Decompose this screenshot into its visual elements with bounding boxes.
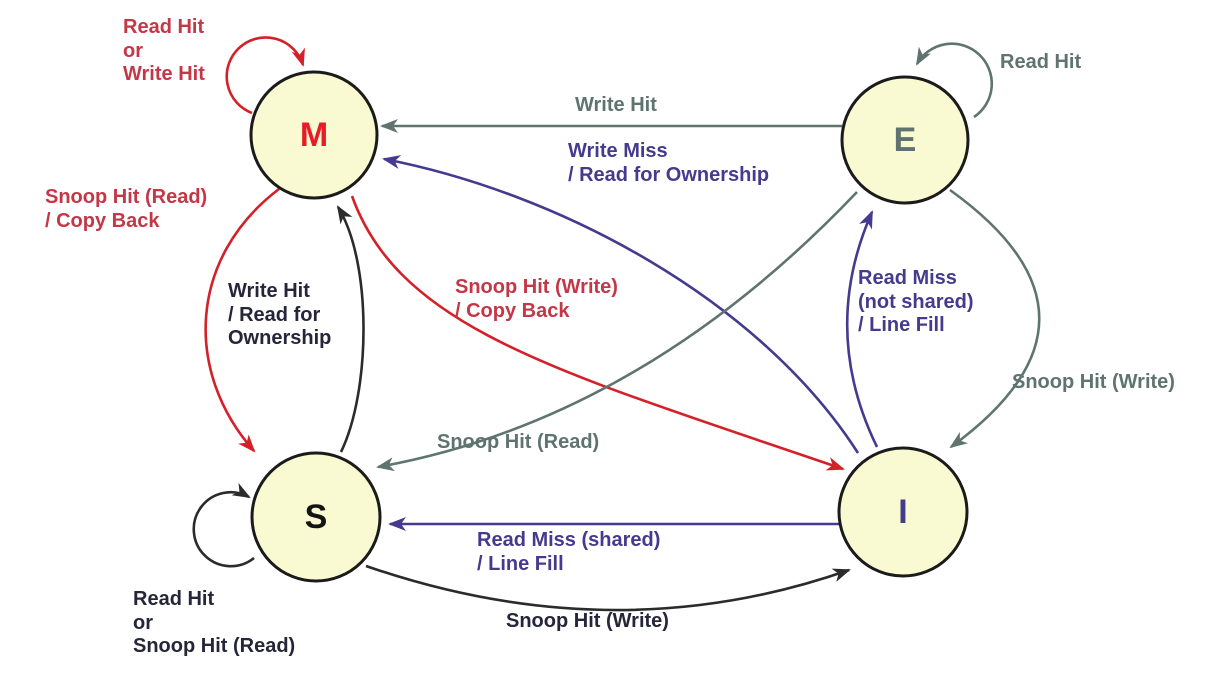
state-label-s: S (304, 498, 328, 536)
arrow-e-to-s (376, 191, 858, 472)
arrow-e-self-loop (915, 42, 994, 119)
label-m-self-read-hit-or-write-hit: Read Hit or Write Hit (123, 16, 205, 86)
label-e-to-i-snoop-hit-write: Snoop Hit (Write) (1012, 371, 1175, 393)
label-e-self-read-hit: Read Hit (1000, 51, 1082, 73)
arrow-m-to-i (350, 195, 845, 471)
state-circle-m (249, 70, 379, 200)
label-e-to-m-write-hit: Write Hit (575, 94, 657, 116)
label-m-to-s-snoop-hit-read-copy-back: Snoop Hit (Read) / Copy Back (45, 186, 208, 232)
label-s-self-read-hit-or-snoop-hit-read: Read Hit or Snoop Hit (Read) (133, 588, 296, 658)
arrow-s-to-m (336, 205, 365, 453)
state-circle-s (250, 451, 382, 583)
label-s-to-m-write-hit-read-for-ownership: Write Hit / Read for Ownership (228, 280, 332, 350)
arrow-m-to-s (204, 187, 280, 453)
state-circle-i (837, 446, 969, 578)
arrow-m-self-loop (225, 36, 305, 115)
label-e-to-s-snoop-hit-read: Snoop Hit (Read) (437, 431, 600, 453)
arrow-s-self-loop (192, 483, 255, 568)
arrow-s-to-i (365, 564, 851, 612)
label-m-to-i-snoop-hit-write-copy-back: Snoop Hit (Write) / Copy Back (455, 276, 618, 322)
state-label-m: M (299, 116, 329, 154)
label-i-to-m-write-miss-read-for-ownership: Write Miss / Read for Ownership (568, 140, 770, 186)
arrow-e-to-i (949, 188, 1041, 449)
state-circle-e (840, 75, 970, 205)
state-label-i: I (898, 493, 908, 531)
label-i-to-s-read-miss-shared-line-fill: Read Miss (shared) / Line Fill (477, 529, 661, 575)
arrow-i-to-e (845, 210, 879, 448)
arrow-i-to-m (382, 155, 860, 454)
label-i-to-e-read-miss-not-shared-line-fill: Read Miss (not shared) / Line Fill (858, 267, 974, 337)
state-label-e: E (893, 121, 917, 159)
label-s-to-i-snoop-hit-write: Snoop Hit (Write) (506, 610, 669, 632)
